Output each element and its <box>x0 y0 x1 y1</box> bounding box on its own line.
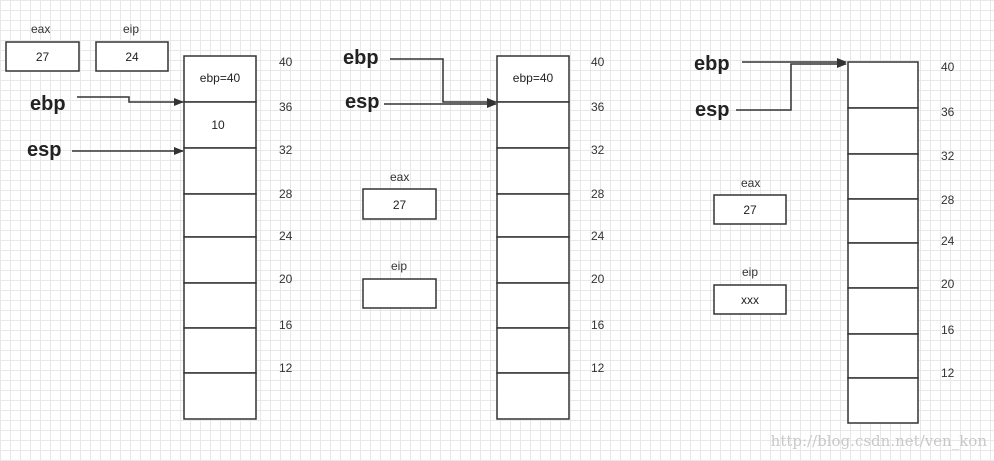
stack-cell <box>496 147 570 195</box>
address-label: 36 <box>279 100 293 114</box>
address-label: 28 <box>941 193 955 207</box>
stack: ebp=40 <box>496 55 570 420</box>
pointer-arrow-ebp <box>390 58 497 106</box>
register-label-eip: eip <box>742 265 758 279</box>
register-label-eax: eax <box>31 22 50 36</box>
address-label: 20 <box>941 277 955 291</box>
stack-cell <box>496 372 570 420</box>
stack-cell <box>496 101 570 149</box>
pointer-label-esp: esp <box>27 139 61 161</box>
register-box-eip <box>713 284 787 315</box>
address-label: 32 <box>591 143 605 157</box>
address-label: 36 <box>591 100 605 114</box>
stack-cell <box>496 55 570 103</box>
stack-cell-text: ebp=40 <box>513 71 554 85</box>
stack-cell <box>496 327 570 374</box>
stack-cell <box>183 236 257 284</box>
pointer-label-ebp: ebp <box>343 47 379 69</box>
watermark: http://blog.csdn.net/ven_kon <box>771 432 988 450</box>
register-value-eax: 27 <box>743 203 757 217</box>
panel-1: eax 27 eip 24 ebp esp ebp=40 10 40 36 32… <box>5 22 293 420</box>
stack-cell <box>847 107 919 155</box>
address-label: 32 <box>279 143 293 157</box>
register-box-eip <box>362 278 437 309</box>
pointer-label-esp: esp <box>345 91 379 113</box>
stack-cell <box>847 198 919 244</box>
stack-cell <box>183 193 257 238</box>
stack: ebp=40 10 <box>183 55 257 420</box>
register-value-eax: 27 <box>36 50 50 64</box>
address-label: 16 <box>591 318 605 332</box>
stack-cell <box>496 236 570 284</box>
pointer-label-esp: esp <box>695 99 729 121</box>
register-value-eax: 27 <box>393 198 407 212</box>
stack <box>847 61 919 424</box>
stack-cell <box>183 327 257 374</box>
address-label: 20 <box>279 272 293 286</box>
address-label: 40 <box>591 55 605 69</box>
stack-cell-text: ebp=40 <box>200 71 241 85</box>
panel-2: ebp esp eax 27 eip ebp=40 40 36 32 28 24… <box>343 47 605 420</box>
stack-cell <box>496 193 570 238</box>
stack-cell <box>847 333 919 379</box>
stack-cell <box>847 377 919 424</box>
address-label: 28 <box>591 187 605 201</box>
address-label: 24 <box>941 234 955 248</box>
stack-cell <box>183 372 257 420</box>
pointer-label-ebp: ebp <box>694 53 730 75</box>
address-label: 16 <box>279 318 293 332</box>
stack-cell <box>847 287 919 335</box>
pointer-arrow-ebp <box>77 96 184 106</box>
register-label-eax: eax <box>390 170 409 184</box>
panel-3: ebp esp eax 27 eip xxx 40 36 32 28 24 20… <box>694 53 955 424</box>
address-label: 12 <box>941 366 955 380</box>
stack-cell <box>847 153 919 200</box>
register-box-eax <box>362 188 437 220</box>
stack-cell <box>183 147 257 195</box>
address-label: 16 <box>941 323 955 337</box>
address-label: 24 <box>591 229 605 243</box>
pointer-label-ebp: ebp <box>30 93 66 115</box>
address-label: 20 <box>591 272 605 286</box>
address-label: 36 <box>941 105 955 119</box>
register-label-eip: eip <box>123 22 139 36</box>
address-label: 40 <box>279 55 293 69</box>
stack-cell <box>496 282 570 329</box>
address-label: 12 <box>591 361 605 375</box>
register-value-eip: xxx <box>741 293 759 307</box>
register-box-eax <box>5 41 80 72</box>
register-label-eip: eip <box>391 259 407 273</box>
register-value-eip: 24 <box>125 50 139 64</box>
stack-cell <box>847 61 919 109</box>
register-label-eax: eax <box>741 176 760 190</box>
register-box-eip <box>95 41 169 72</box>
stack-cell <box>847 242 919 289</box>
address-label: 12 <box>279 361 293 375</box>
address-label: 24 <box>279 229 293 243</box>
address-label: 32 <box>941 149 955 163</box>
stack-cell <box>183 282 257 329</box>
address-label: 40 <box>941 60 955 74</box>
register-box-eax <box>713 194 787 225</box>
pointer-arrow-esp <box>736 60 847 111</box>
address-label: 28 <box>279 187 293 201</box>
stack-cell-text: 10 <box>211 118 225 132</box>
